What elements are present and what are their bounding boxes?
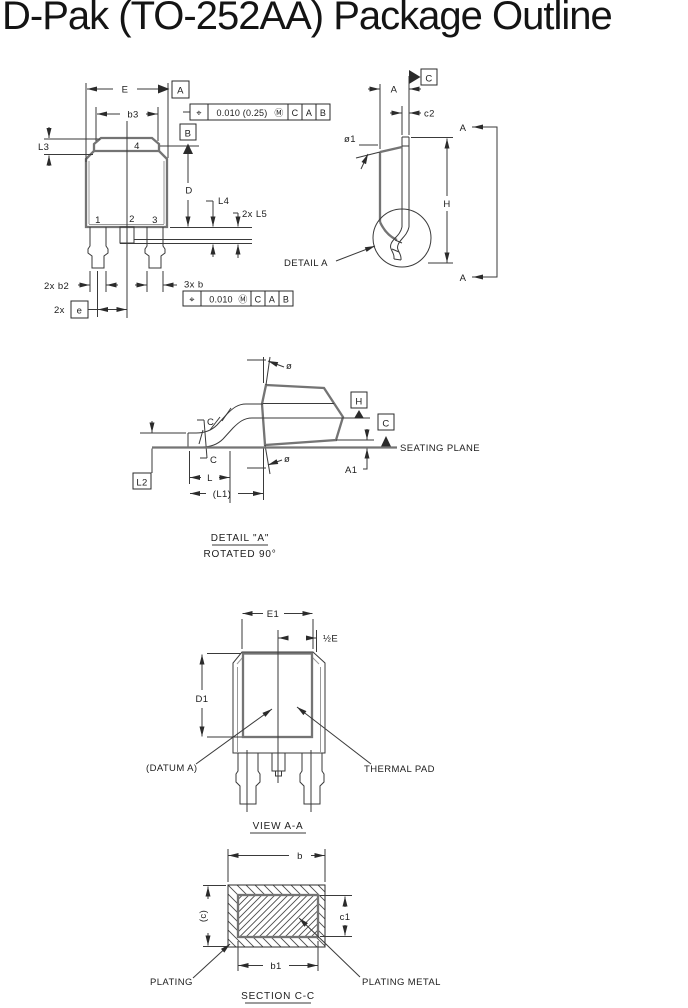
pin-1-lead bbox=[87, 227, 109, 269]
datum-a-arrow bbox=[158, 84, 170, 94]
base-metal-section bbox=[236, 893, 320, 939]
datum-ref-c: C bbox=[292, 108, 299, 118]
datum-a-label: A bbox=[177, 86, 184, 97]
dim-angle-bottom: ø bbox=[284, 454, 290, 465]
section-aa-line bbox=[472, 126, 498, 278]
datum-a-note: (DATUM A) bbox=[146, 763, 197, 774]
datum-c-label: C bbox=[382, 419, 389, 430]
pin-1-number: 1 bbox=[95, 215, 101, 226]
dim-b3: b3 bbox=[127, 110, 138, 121]
datum-h-arrow bbox=[354, 410, 364, 419]
plating-label: PLATING bbox=[150, 977, 193, 988]
datum-h-label: H bbox=[355, 397, 362, 408]
package-bottom-outline bbox=[232, 651, 326, 754]
front-view: A E b3 ⌖ 0.010 (0.25) Ⓜ C A B L3 B D L4 … bbox=[38, 80, 331, 319]
section-cc: b (c) c1 b1 PLATING PLATING METAL SECTIO… bbox=[150, 849, 441, 1004]
pin-4-number: 4 bbox=[134, 141, 140, 152]
datum-b-arrow bbox=[183, 143, 193, 154]
detail-a-callout: DETAIL A bbox=[284, 258, 328, 269]
section-c-label-top: C bbox=[207, 417, 214, 428]
datum-c-flag bbox=[420, 68, 438, 86]
tolerance-value: 0.010 bbox=[209, 295, 233, 305]
section-cc-line bbox=[203, 419, 208, 459]
datum-ref-b: B bbox=[283, 295, 289, 305]
dim-H: H bbox=[443, 199, 450, 210]
feature-control-frame-top: ⌖ 0.010 (0.25) Ⓜ C A B bbox=[183, 103, 331, 121]
datum-c-arrow bbox=[409, 70, 421, 84]
dim-e-prefix: 2x bbox=[54, 305, 65, 316]
view-aa: E1 ½E D1 (DATUM A) THERMAL PAD VIEW A-A bbox=[146, 609, 435, 834]
position-symbol: ⌖ bbox=[196, 108, 201, 118]
dim-D: D bbox=[185, 186, 192, 197]
section-arrow-label-bottom: A bbox=[460, 273, 467, 284]
dim-angle-top: ø bbox=[286, 361, 292, 372]
page-title: D-Pak (TO-252AA) Package Outline bbox=[2, 0, 613, 38]
detail-a-view: ø ø C C H C SEATING PLANE A1 L2 L (L1) D bbox=[132, 356, 480, 560]
side-view: DETAIL A A C c2 ø1 H A A bbox=[284, 68, 498, 284]
dim-L4: L4 bbox=[218, 196, 229, 207]
mmc-modifier: Ⓜ bbox=[274, 108, 283, 118]
datum-b-label: B bbox=[185, 129, 192, 140]
dim-E: E bbox=[122, 85, 129, 96]
dim-c2: c2 bbox=[424, 109, 435, 120]
datum-c-label: C bbox=[425, 74, 432, 85]
dim-e: e bbox=[77, 306, 83, 317]
dim-D1: D1 bbox=[196, 694, 209, 705]
formed-lead bbox=[187, 403, 263, 448]
package-body-profile bbox=[260, 383, 345, 447]
plating-metal-label: PLATING METAL bbox=[362, 977, 441, 988]
datum-ref-a: A bbox=[269, 295, 275, 305]
feature-control-frame-bottom: ⌖ 0.010 Ⓜ C A B bbox=[182, 290, 294, 307]
detail-a-caption: DETAIL "A" bbox=[211, 533, 269, 544]
section-c-label-bottom: C bbox=[210, 455, 217, 466]
dim-half-E: ½E bbox=[323, 634, 338, 645]
datum-c-arrow bbox=[381, 436, 391, 447]
dim-E1: E1 bbox=[267, 609, 279, 620]
datum-h-flag bbox=[350, 391, 368, 409]
section-arrow-label-top: A bbox=[460, 123, 467, 134]
dim-c1-section: c1 bbox=[340, 912, 351, 923]
dim-phi1: ø1 bbox=[344, 134, 356, 145]
pin-3-lead bbox=[299, 753, 325, 805]
dim-A: A bbox=[391, 85, 398, 96]
dim-b: 3x b bbox=[184, 280, 204, 291]
lead-tab bbox=[401, 136, 410, 227]
dim-b1-section: b1 bbox=[270, 961, 281, 972]
thermal-pad-label: THERMAL PAD bbox=[364, 764, 435, 775]
dim-b2: 2x b2 bbox=[44, 281, 69, 292]
mmc-modifier: Ⓜ bbox=[238, 295, 247, 305]
datum-b-flag bbox=[179, 123, 197, 141]
dim-L1: (L1) bbox=[213, 489, 232, 500]
detail-a-circle bbox=[372, 208, 432, 268]
dim-L5: 2x L5 bbox=[242, 209, 267, 220]
dim-L: L bbox=[207, 473, 213, 484]
tolerance-value: 0.010 (0.25) bbox=[217, 108, 268, 118]
view-aa-caption: VIEW A-A bbox=[253, 821, 304, 832]
dim-b-section: b bbox=[297, 851, 303, 862]
dim-A1: A1 bbox=[345, 465, 357, 476]
detail-a-subcaption: ROTATED 90° bbox=[204, 549, 277, 560]
pin-3-lead bbox=[144, 227, 166, 269]
pin-1-lead bbox=[235, 753, 261, 805]
datum-ref-a: A bbox=[306, 108, 312, 118]
dim-L3: L3 bbox=[38, 142, 49, 153]
seating-plane-label: SEATING PLANE bbox=[400, 443, 480, 454]
datum-c-flag bbox=[377, 413, 395, 431]
gull-wing-lead bbox=[390, 226, 410, 261]
position-symbol: ⌖ bbox=[189, 295, 194, 305]
section-cc-caption: SECTION C-C bbox=[241, 991, 315, 1002]
dim-c-section: (c) bbox=[198, 910, 209, 922]
dim-L2: L2 bbox=[136, 478, 147, 489]
datum-a-flag bbox=[171, 80, 190, 99]
basic-dim-L2-box bbox=[132, 472, 152, 490]
datum-ref-b: B bbox=[320, 108, 326, 118]
pin-3-number: 3 bbox=[152, 215, 158, 226]
datum-ref-c: C bbox=[255, 295, 262, 305]
pin-2-number: 2 bbox=[129, 214, 135, 225]
